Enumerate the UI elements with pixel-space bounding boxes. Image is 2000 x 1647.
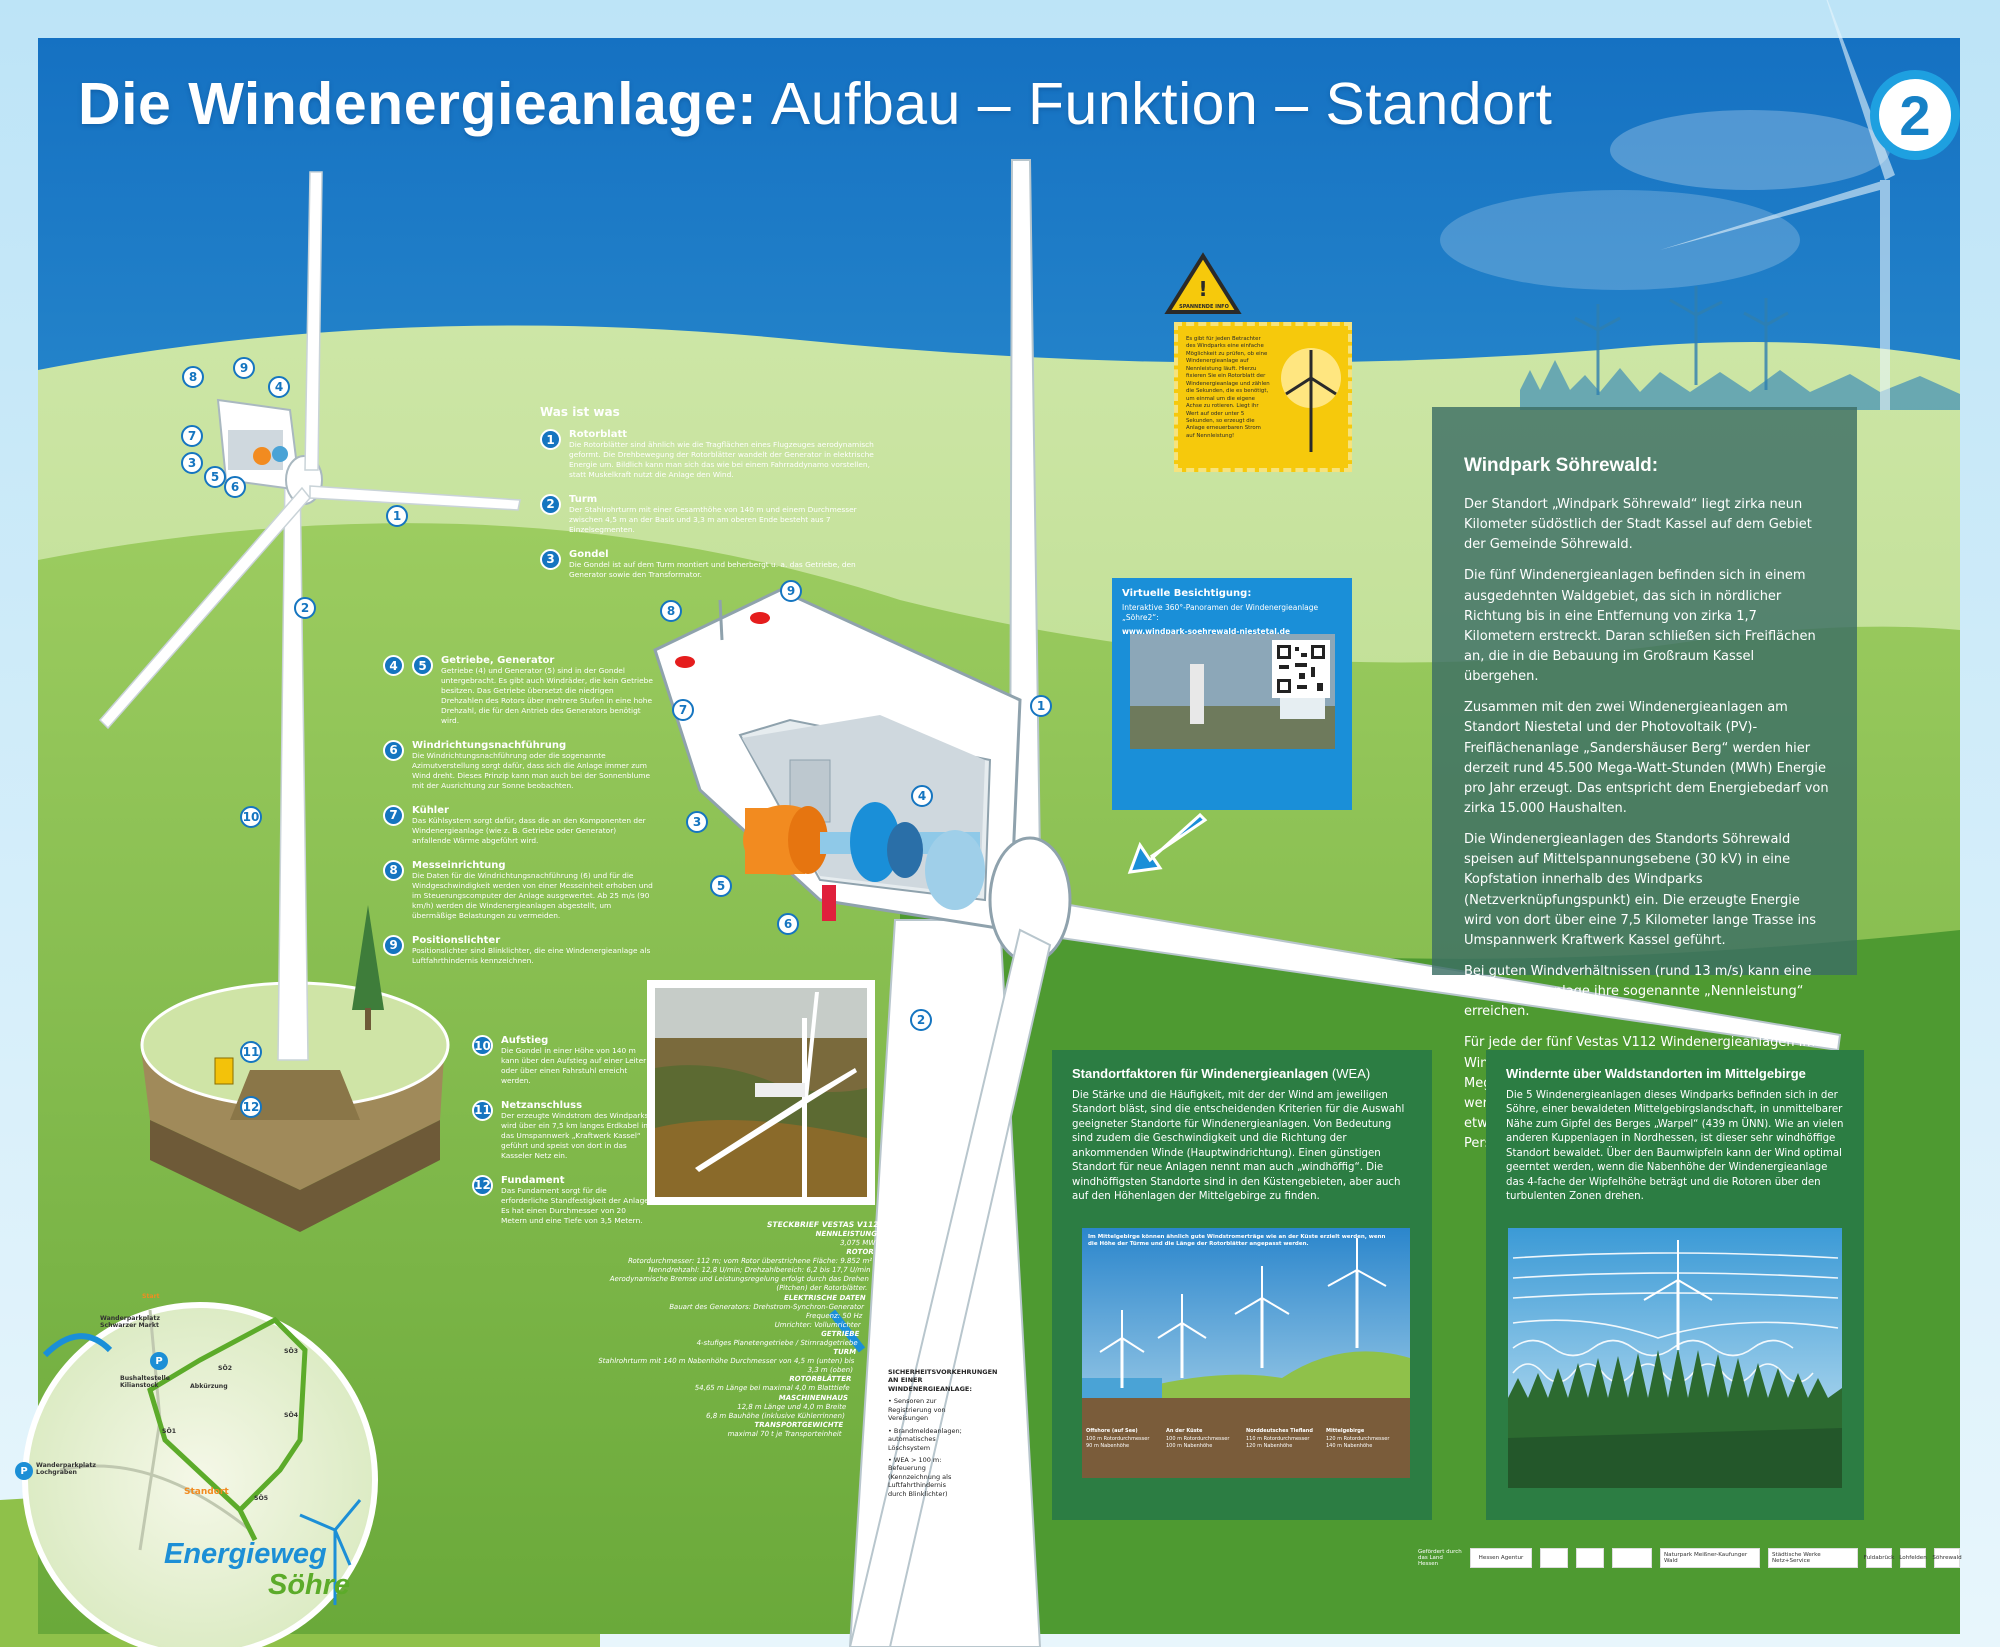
steckbrief-vestas: STECKBRIEF VESTAS V112 NENNLEISTUNG 3,07… — [597, 1220, 880, 1438]
map-label-start: Start — [142, 1293, 160, 1300]
logo-2 — [1540, 1548, 1568, 1568]
map-label-schwarzer-markt: Wanderparkplatz Schwarzer Markt — [100, 1315, 160, 1330]
logo-naturpark: Naturpark Meißner-Kaufunger Wald — [1660, 1548, 1760, 1568]
large-turbine-cutaway — [653, 159, 1842, 1647]
callout-2: 2 — [294, 597, 316, 619]
windernte-heading: Windernte über Waldstandorten im Mittelg… — [1506, 1066, 1806, 1081]
callout-3: 3 — [181, 452, 203, 474]
callout-9-large: 9 — [780, 580, 802, 602]
logo-staedtische-werke: Städtische Werke Netz+Service — [1768, 1548, 1858, 1568]
page-title: Die Windenergieanlage: Aufbau – Funktion… — [78, 71, 1553, 137]
location-comparison-graphic: Im Mittelgebirge können ähnlich gute Win… — [1082, 1228, 1410, 1478]
virtual-tour-box: Virtuelle Besichtigung: Interaktive 360°… — [1112, 578, 1352, 810]
standortfaktoren-text: Die Stärke und die Häufigkeit, mit der d… — [1072, 1090, 1405, 1203]
map-label-so4: SÖ4 — [284, 1412, 299, 1419]
virtual-tour-url[interactable]: www.windpark-soehrewald-niestetal.de — [1122, 626, 1291, 636]
map-label-so1: SÖ1 — [162, 1428, 177, 1435]
map-label-so5: SÖ5 — [254, 1495, 269, 1502]
zone-offshore: Offshore (auf See)100 m Rotordurchmesser… — [1086, 1428, 1150, 1449]
callout-4: 4 — [268, 376, 290, 398]
small-turbine-illustration — [98, 171, 521, 1232]
callout-5-large: 5 — [710, 875, 732, 897]
callout-2-large: 2 — [910, 1009, 932, 1031]
callout-1-large: 1 — [1030, 695, 1052, 717]
logo-hessen-agentur: Hessen Agentur — [1470, 1548, 1532, 1568]
spannende-info-box: Es gibt für jeden Betrachter des Windpar… — [1174, 322, 1352, 472]
logo-4 — [1612, 1548, 1652, 1568]
sponsor-logos: Gefördert durch das Land Hessen Hessen A… — [1418, 1548, 1962, 1568]
callout-10: 10 — [240, 806, 262, 828]
logo-fuldabrueck: Fuldabrück — [1864, 1548, 1894, 1568]
windernte-box: Windernte über Waldstandorten im Mittelg… — [1486, 1050, 1864, 1520]
logo-lohfelden: Lohfelden — [1899, 1548, 1927, 1568]
virtual-tour-title: Virtuelle Besichtigung: — [1122, 588, 1252, 599]
parts-heading: Was ist was — [540, 405, 620, 419]
callout-9: 9 — [233, 357, 255, 379]
callout-3-large: 3 — [686, 811, 708, 833]
qr-code-icon[interactable] — [1272, 640, 1330, 698]
callout-7-large: 7 — [672, 699, 694, 721]
windernte-text: Die 5 Windenergieanlagen dieses Windpark… — [1506, 1090, 1844, 1203]
parking-icon-2: P — [15, 1462, 33, 1480]
callout-1: 1 — [386, 505, 408, 527]
aerial-photo — [647, 980, 875, 1205]
map-label-abkuerzung: Abkürzung — [190, 1383, 228, 1390]
parking-icon: P — [150, 1352, 168, 1370]
callout-12: 12 — [240, 1096, 262, 1118]
virtual-tour-subtitle: Interaktive 360°-Panoramen der Windenerg… — [1122, 603, 1319, 622]
map-label-bushaltestelle: Bushaltestelle Kilianstock — [120, 1375, 170, 1390]
callout-5: 5 — [204, 466, 226, 488]
callout-8: 8 — [182, 366, 204, 388]
callout-4-large: 4 — [911, 785, 933, 807]
svg-text:!: ! — [1198, 277, 1207, 301]
map-label-standort: Standort — [184, 1487, 229, 1497]
callout-8-large: 8 — [660, 600, 682, 622]
callout-6-large: 6 — [777, 913, 799, 935]
turbine-icon — [1281, 348, 1341, 452]
standortfaktoren-box: Standortfaktoren für Windenergieanlagen … — [1052, 1050, 1432, 1520]
spannende-info-label: SPANNENDE INFO — [1179, 304, 1229, 310]
windpark-heading: Windpark Söhrewald: — [1464, 455, 1659, 476]
sicherheitsvorkehrungen: SICHERHEITSVORKEHRUNGEN AN EINER WINDENE… — [888, 1368, 998, 1498]
callout-7: 7 — [181, 425, 203, 447]
spannende-info-text: Es gibt für jeden Betrachter des Windpar… — [1186, 336, 1270, 439]
logo-soehrewald: Söhrewald — [1932, 1548, 1962, 1568]
map-label-so2: SÖ2 — [218, 1365, 233, 1372]
windpark-sohrewald-panel: Windpark Söhrewald: Der Standort „Windpa… — [1432, 407, 1857, 1151]
logo-3 — [1576, 1548, 1604, 1568]
forest-wind-graphic — [1508, 1228, 1842, 1488]
map-label-so3: SÖ3 — [284, 1348, 299, 1355]
callout-11: 11 — [240, 1041, 262, 1063]
standortfaktoren-heading: Standortfaktoren für Windenergieanlagen … — [1072, 1066, 1371, 1081]
panel-number-badge: 2 — [1870, 70, 1960, 160]
map-label-lochgraben: Wanderparkplatz Lochgraben — [36, 1462, 96, 1477]
callout-6: 6 — [224, 476, 246, 498]
